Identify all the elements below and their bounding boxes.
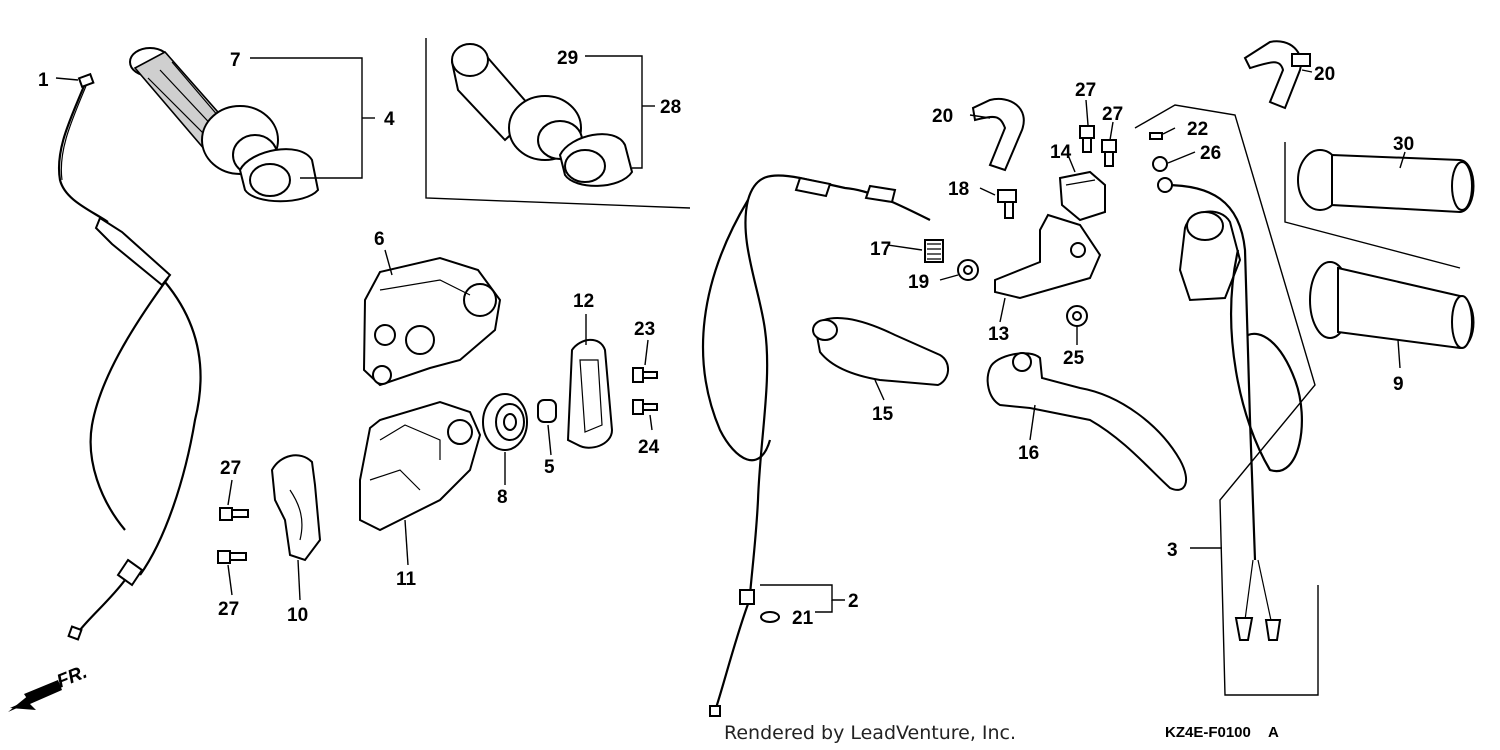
front-direction-arrow: [8, 680, 62, 712]
callout-13: 13: [988, 324, 1009, 345]
callout-27-upper-a: 27: [1075, 80, 1096, 101]
callout-3: 3: [1167, 540, 1178, 561]
screw-23: [632, 367, 658, 383]
bolt-27-upper-a: [1079, 125, 1095, 153]
callout-20-right: 20: [1314, 64, 1335, 85]
adjuster-bolt-18: [997, 189, 1017, 219]
callout-27-upper-b: 27: [1102, 104, 1123, 125]
callout-12: 12: [573, 291, 594, 312]
callout-25: 25: [1063, 348, 1085, 369]
diagram-suffix: A: [1268, 724, 1279, 741]
throttle-grip-assembly: [129, 47, 320, 203]
callout-1: 1: [38, 70, 49, 91]
callout-24: 24: [638, 437, 660, 458]
callout-6: 6: [374, 229, 385, 250]
band-20-right: [1243, 40, 1311, 110]
render-credit: Rendered by LeadVenture, Inc.: [724, 722, 1016, 744]
callout-29: 29: [557, 48, 578, 69]
bolt-27-left-lower: [217, 550, 247, 564]
grip-9: [1309, 261, 1475, 350]
throttle-housing-upper: [362, 256, 502, 387]
callout-27-left-upper: 27: [220, 458, 241, 479]
lever-holder: [1058, 170, 1106, 222]
clutch-lever: [986, 352, 1188, 491]
callout-7: 7: [230, 50, 241, 71]
handlebar-clamp: [270, 454, 322, 562]
collar: [537, 399, 557, 423]
callout-16: 16: [1018, 443, 1039, 464]
callout-9: 9: [1393, 374, 1404, 395]
throttle-housing-lower: [359, 400, 482, 532]
callout-19: 19: [908, 272, 929, 293]
callout-4: 4: [384, 109, 395, 130]
callout-17: 17: [870, 239, 891, 260]
leader-lines: [55, 55, 1406, 613]
kill-switch-assembly: [1134, 104, 1319, 696]
clutch-cable: [701, 174, 931, 717]
band-20-center: [971, 97, 1025, 172]
lever-boot: [812, 317, 949, 387]
callout-10: 10: [287, 605, 308, 626]
bolt-27-upper-b: [1101, 139, 1117, 167]
callout-15: 15: [872, 404, 894, 425]
diagram-code: KZ4E-F0100: [1165, 724, 1251, 741]
callout-11: 11: [396, 569, 417, 590]
lever-bracket: [994, 213, 1102, 300]
callout-23: 23: [634, 319, 655, 340]
grip-30: [1284, 142, 1475, 269]
callout-27-left-lower: 27: [218, 599, 239, 620]
locknut-19: [957, 259, 979, 281]
throttle-pulley: [482, 393, 528, 451]
nut-25: [1066, 305, 1088, 327]
throttle-cover: [566, 338, 614, 449]
callout-14: 14: [1050, 142, 1072, 163]
callout-2: 2: [848, 591, 859, 612]
screw-24: [632, 399, 658, 415]
callout-28: 28: [660, 97, 681, 118]
throttle-cable: [58, 72, 202, 641]
callout-5: 5: [544, 457, 555, 478]
direction-label: FR.: [54, 662, 90, 693]
callout-18: 18: [948, 179, 969, 200]
callout-30: 30: [1393, 134, 1414, 155]
callout-8: 8: [497, 487, 508, 508]
callout-22: 22: [1187, 119, 1208, 140]
callout-21: 21: [792, 608, 814, 629]
bolt-27-left-upper: [219, 507, 249, 521]
callout-26: 26: [1200, 143, 1221, 164]
grip-assembly-box: [425, 38, 691, 209]
callout-20-center: 20: [932, 106, 953, 127]
adjuster-17: [924, 239, 944, 263]
